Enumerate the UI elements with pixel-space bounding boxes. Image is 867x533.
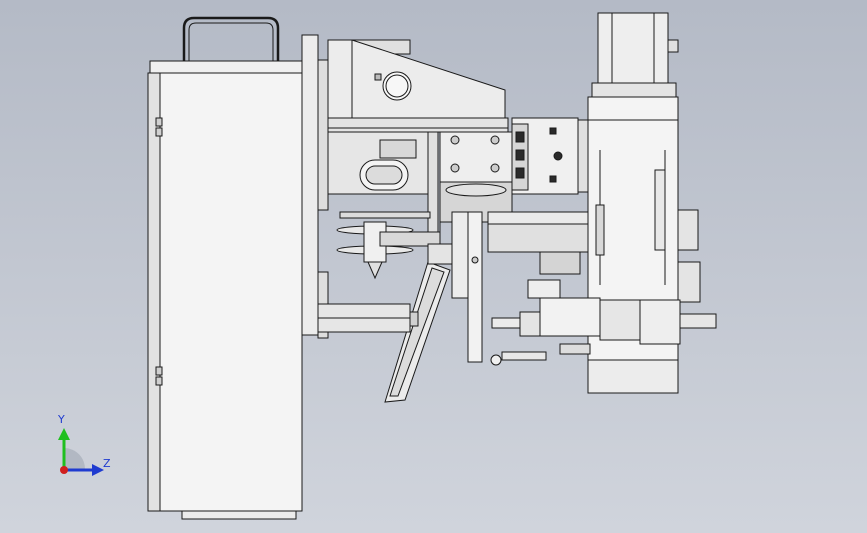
- gripper-cylinder: [491, 279, 717, 361]
- x-axis-dot: [60, 466, 68, 474]
- z-arrowhead: [92, 464, 104, 476]
- cabinet-enclosure: [147, 16, 303, 520]
- y-axis-label: Y: [58, 413, 65, 426]
- top-bracket: [327, 39, 509, 133]
- triad-quadrant: [64, 448, 86, 470]
- gearbox-housing: [511, 117, 589, 195]
- y-arrowhead: [58, 428, 70, 440]
- mounting-plate: [301, 34, 329, 339]
- vertical-actuator: [587, 12, 701, 394]
- linear-rail: [317, 303, 419, 333]
- chute: [384, 243, 453, 403]
- orientation-triad: [58, 428, 104, 476]
- belt-drive: [451, 211, 589, 366]
- z-axis-label: Z: [103, 457, 111, 470]
